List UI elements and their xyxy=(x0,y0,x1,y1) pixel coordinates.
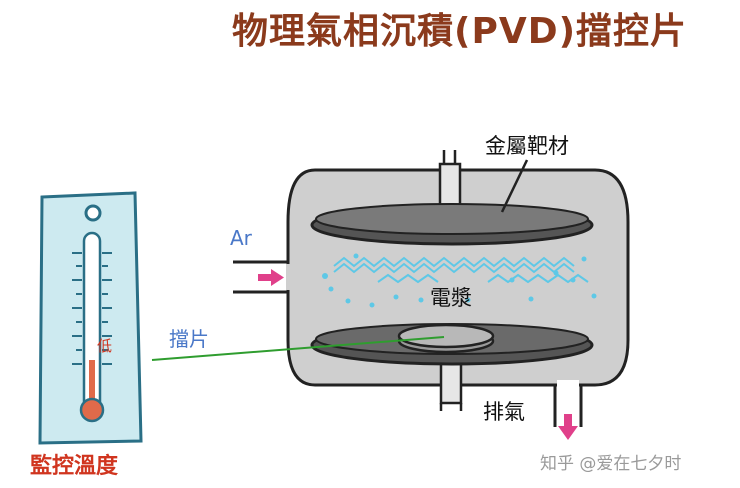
page-title: 物理氣相沉積(PVD)擋控片 xyxy=(232,11,688,52)
plasma-particles xyxy=(322,253,597,308)
shutter-pointer xyxy=(151,336,445,361)
label-monitor-temperature: 監控溫度 xyxy=(30,454,119,479)
metal-target-disk xyxy=(310,203,594,246)
label-metal-target: 金屬靶材 xyxy=(485,134,569,158)
watermark: 知乎 @爱在七夕时 xyxy=(540,454,682,474)
thermometer-icon xyxy=(38,191,143,445)
label-argon: Ar xyxy=(230,226,252,250)
target-pointer xyxy=(500,159,529,213)
label-exhaust: 排氣 xyxy=(483,400,525,424)
exhaust-opening xyxy=(557,380,579,388)
label-low: 低 xyxy=(97,337,113,355)
arrow-icon xyxy=(258,269,284,286)
label-plasma: 電漿 xyxy=(430,286,472,310)
inlet-opening xyxy=(286,264,294,290)
target-shaft xyxy=(438,150,462,212)
label-shutter: 擋片 xyxy=(169,327,209,351)
exhaust-arrow-icon xyxy=(558,414,578,440)
